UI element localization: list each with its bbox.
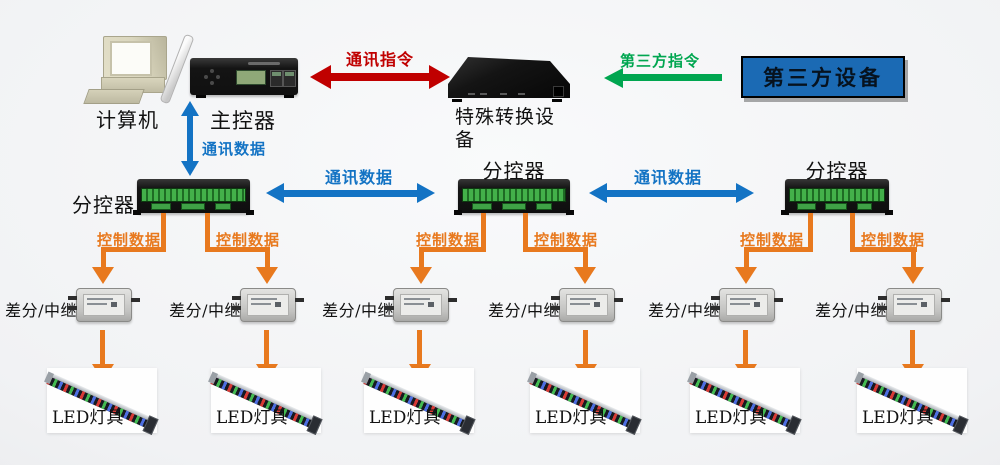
relay-device — [711, 288, 783, 322]
ctrl-data-label: 控制数据 — [861, 231, 926, 249]
comm-cmd-arrow — [329, 73, 431, 81]
sub-controller-label: 分控器 — [805, 159, 869, 183]
rj45-port-icon — [283, 70, 296, 87]
ctrl-data-label: 控制数据 — [534, 231, 599, 249]
comm-data-arrow-1 — [283, 190, 419, 197]
conversion-logo — [553, 86, 564, 97]
arrow-head-down-icon — [410, 267, 432, 284]
arrow-head-left-icon — [266, 183, 284, 203]
comm-data-label: 通讯数据 — [202, 140, 267, 158]
ctrl-data-arrow — [205, 213, 210, 249]
ctrl-data-arrow — [161, 213, 166, 249]
third-cmd-arrow — [622, 74, 722, 81]
ctrl-data-label: 控制数据 — [216, 231, 281, 249]
ctrl-data-arrow — [808, 213, 813, 249]
conversion-label: 特殊转换设备 — [455, 106, 556, 151]
relay-to-led-arrow — [583, 330, 588, 366]
relay-to-led-arrow — [417, 330, 422, 366]
comm-data-label: 通讯数据 — [634, 168, 703, 187]
computer-monitor — [103, 36, 167, 80]
relay-to-led-arrow — [264, 330, 269, 366]
led-label: LED灯具 — [369, 408, 441, 428]
relay-label: 差分/中继 — [169, 301, 241, 320]
arrow-head-down-icon — [92, 267, 114, 284]
sub-controller-device — [781, 179, 893, 215]
sub-controller-label: 分控器 — [72, 193, 135, 217]
arrow-head-left-icon — [310, 65, 331, 89]
relay-device — [551, 288, 623, 322]
arrow-head-down-icon — [181, 161, 199, 176]
rj45-port-icon — [270, 70, 283, 87]
led-label: LED灯具 — [52, 408, 124, 428]
conversion-device — [448, 57, 570, 98]
arrow-head-left-icon — [589, 183, 607, 203]
third-party-label: 第三方设备 — [763, 65, 883, 90]
computer-screen — [110, 41, 152, 76]
relay-label: 差分/中继 — [322, 301, 394, 320]
arrow-head-down-icon — [574, 267, 596, 284]
relay-device — [385, 288, 457, 322]
relay-to-led-arrow — [743, 330, 748, 366]
arrow-head-right-icon — [417, 183, 435, 203]
sub-controller-device — [454, 179, 574, 215]
terminal-strip — [141, 188, 246, 202]
relay-label: 差分/中继 — [5, 301, 77, 320]
relay-label: 差分/中继 — [815, 301, 887, 320]
relay-device — [232, 288, 304, 322]
relay-to-led-arrow — [910, 330, 915, 366]
ctrl-data-label: 控制数据 — [740, 231, 805, 249]
relay-label: 差分/中继 — [488, 301, 560, 320]
third-cmd-label: 第三方指令 — [620, 52, 701, 70]
relay-device — [68, 288, 140, 322]
ctrl-data-label: 控制数据 — [416, 231, 481, 249]
arrow-head-right-icon — [429, 65, 450, 89]
computer-label: 计算机 — [96, 108, 159, 132]
comm-data-label: 通讯数据 — [325, 168, 394, 187]
arrow-head-down-icon — [256, 267, 278, 284]
comm-data-arrow-2 — [606, 190, 737, 197]
comm-cmd-label: 通讯指令 — [346, 50, 415, 69]
computer-keyboard — [83, 89, 145, 104]
ctrl-data-arrow — [850, 213, 855, 249]
led-label: LED灯具 — [535, 408, 607, 428]
sub-controller-label: 分控器 — [482, 159, 546, 183]
master-logo-strip — [248, 62, 280, 65]
arrow-head-up-icon — [181, 101, 199, 116]
relay-device — [878, 288, 950, 322]
ctrl-data-label: 控制数据 — [97, 231, 162, 249]
master-controller-device — [190, 58, 298, 95]
ctrl-data-arrow — [523, 213, 528, 249]
relay-label: 差分/中继 — [648, 301, 720, 320]
comm-data-arrow-vertical — [187, 115, 193, 162]
arrow-head-down-icon — [902, 267, 924, 284]
arrow-head-right-icon — [736, 183, 754, 203]
arrow-head-left-icon — [604, 68, 623, 88]
led-label: LED灯具 — [216, 408, 288, 428]
led-label: LED灯具 — [862, 408, 934, 428]
ctrl-data-arrow — [481, 213, 486, 249]
terminal-strip — [462, 188, 566, 202]
master-lcd — [236, 70, 266, 85]
relay-to-led-arrow — [100, 330, 105, 366]
terminal-strip — [789, 188, 885, 202]
led-label: LED灯具 — [695, 408, 767, 428]
arrow-head-down-icon — [735, 267, 757, 284]
third-party-device-box: 第三方设备 — [741, 56, 905, 98]
master-label: 主控器 — [210, 109, 276, 133]
sub-controller-device — [133, 179, 254, 215]
